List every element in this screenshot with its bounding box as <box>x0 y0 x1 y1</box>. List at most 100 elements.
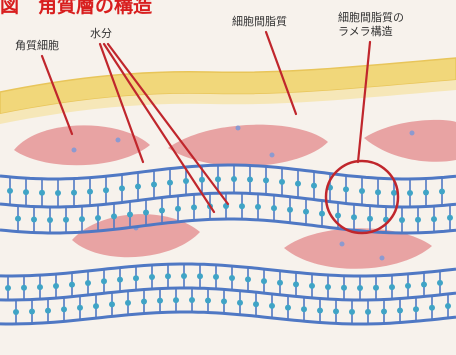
lipid-head <box>245 276 251 282</box>
lipid-head <box>437 280 443 286</box>
lipid-head <box>189 297 195 303</box>
lipid-head <box>71 190 77 196</box>
lipid-head <box>55 190 61 196</box>
lipid-head <box>269 303 275 309</box>
lipid-head <box>125 300 131 306</box>
lipid-head <box>447 215 453 221</box>
lipid-head <box>101 278 107 284</box>
lipid-head <box>215 176 221 182</box>
lipid-head <box>151 182 157 188</box>
lipid-head <box>191 204 197 210</box>
lipid-head <box>183 178 189 184</box>
lipid-head <box>373 285 379 291</box>
cell-dot <box>116 138 121 143</box>
lipid-head <box>109 301 115 307</box>
lipid-head <box>23 189 29 195</box>
lipid-head <box>199 177 205 183</box>
lipid-head <box>117 277 123 283</box>
lipid-head <box>263 177 269 183</box>
lipid-head <box>439 189 445 195</box>
cell-dot <box>72 148 77 153</box>
lipid-head <box>79 216 85 222</box>
cell-dot <box>410 131 415 136</box>
lipid-head <box>407 190 413 196</box>
lipid-head <box>335 213 341 219</box>
lipid-head <box>143 210 149 216</box>
label-lamellar-structure: 細胞間脂質の ラメラ構造 <box>338 11 404 39</box>
lipid-head <box>47 217 53 223</box>
lipid-head <box>13 309 19 315</box>
lipid-head <box>149 274 155 280</box>
figure-title: 図 角質層の構造 <box>0 0 152 18</box>
lipid-head <box>173 297 179 303</box>
lipid-head <box>309 283 315 289</box>
lipid-head <box>399 217 405 223</box>
lipid-head <box>311 183 317 189</box>
lipid-head <box>15 216 21 222</box>
lipid-head <box>381 309 387 315</box>
lipid-head <box>21 285 27 291</box>
lipid-head <box>229 275 235 281</box>
lipid-head <box>31 217 37 223</box>
lipid-head <box>37 284 43 290</box>
lipid-head <box>141 299 147 305</box>
lipid-head <box>351 214 357 220</box>
label-lamellar-line2: ラメラ構造 <box>338 25 404 39</box>
lipid-head <box>63 217 69 223</box>
lipid-head <box>423 190 429 196</box>
lipid-head <box>255 204 261 210</box>
lipid-head <box>261 278 267 284</box>
lipid-head <box>365 309 371 315</box>
lipid-head <box>253 301 259 307</box>
lipid-head <box>111 213 117 219</box>
lipid-head <box>389 284 395 290</box>
lipid-head <box>421 282 427 288</box>
lipid-head <box>231 176 237 182</box>
lipid-head <box>303 209 309 215</box>
lipid-head <box>279 179 285 185</box>
lipid-head <box>405 283 411 289</box>
lipid-head <box>95 215 101 221</box>
lipid-head <box>119 185 125 191</box>
lipid-head <box>415 217 421 223</box>
lipid-head <box>5 285 11 291</box>
lipid-head <box>167 180 173 186</box>
lipid-head <box>333 308 339 314</box>
lipid-head <box>367 216 373 222</box>
cell-dot <box>270 153 275 158</box>
lipid-head <box>133 275 139 281</box>
lipid-head <box>239 203 245 209</box>
label-corneocyte: 角質細胞 <box>15 39 59 53</box>
lipid-head <box>431 216 437 222</box>
lipid-head <box>77 305 83 311</box>
lipid-head <box>205 298 211 304</box>
lipid-head <box>343 186 349 192</box>
lipid-head <box>325 284 331 290</box>
label-intercellular-lipid: 細胞間脂質 <box>232 15 287 29</box>
lipid-head <box>247 177 253 183</box>
lipid-head <box>69 282 75 288</box>
lipid-head <box>445 303 451 309</box>
lipid-head <box>197 273 203 279</box>
lipid-head <box>135 184 141 190</box>
lipid-head <box>103 187 109 193</box>
lipid-head <box>359 188 365 194</box>
lipid-head <box>285 305 291 311</box>
lipid-head <box>221 298 227 304</box>
lipid-head <box>271 205 277 211</box>
lipid-head <box>429 305 435 311</box>
lipid-head <box>157 298 163 304</box>
lipid-head <box>181 273 187 279</box>
lipid-head <box>349 309 355 315</box>
lipid-head <box>29 309 35 315</box>
label-lamellar-line1: 細胞間脂質の <box>338 11 404 25</box>
lipid-head <box>317 308 323 314</box>
label-water: 水分 <box>90 27 112 41</box>
lipid-head <box>93 303 99 309</box>
cell-dot <box>340 242 345 247</box>
lipid-head <box>391 190 397 196</box>
lipid-head <box>175 206 181 212</box>
lipid-head <box>287 207 293 213</box>
lipid-head <box>127 212 133 218</box>
